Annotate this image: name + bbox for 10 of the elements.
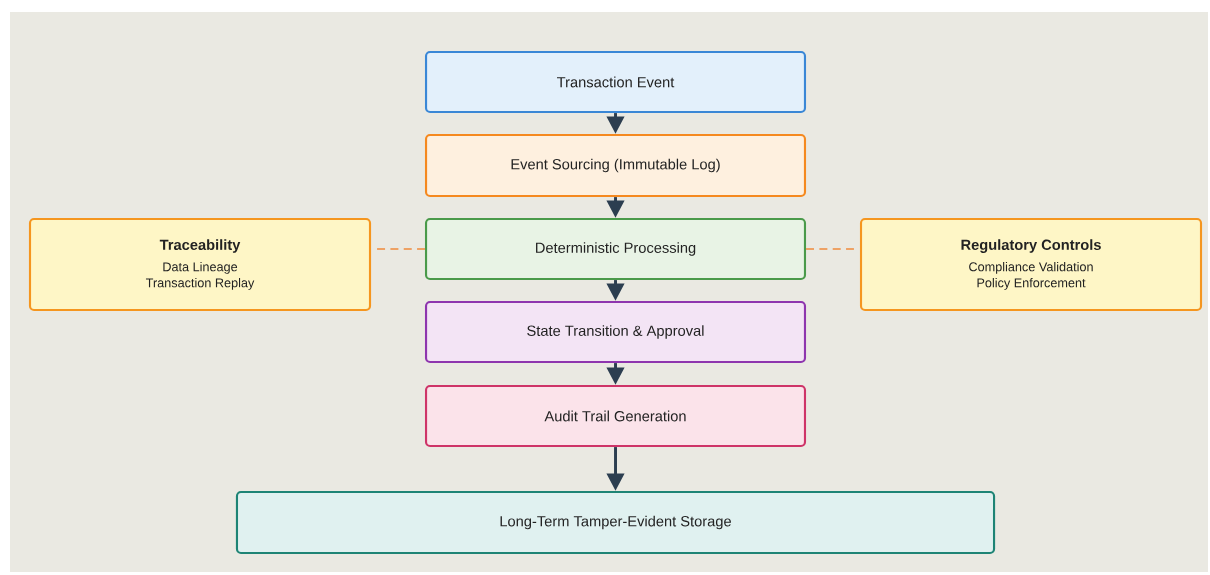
process-box: Event Sourcing (Immutable Log) <box>424 133 807 198</box>
process-box: Deterministic Processing <box>424 217 807 281</box>
process-box: Long-Term Tamper-Evident Storage <box>235 490 996 555</box>
callout-box: Regulatory Controls Compliance Validation Policy Enforcement <box>859 217 1203 312</box>
process-box: Transaction Event <box>424 50 807 114</box>
connector-line <box>376 248 426 250</box>
callout-box: Traceability Data Lineage Transaction Replay <box>28 217 372 312</box>
process-box: State Transition & Approval <box>424 300 807 364</box>
connector-line <box>805 248 855 250</box>
process-box: Audit Trail Generation <box>424 384 807 448</box>
